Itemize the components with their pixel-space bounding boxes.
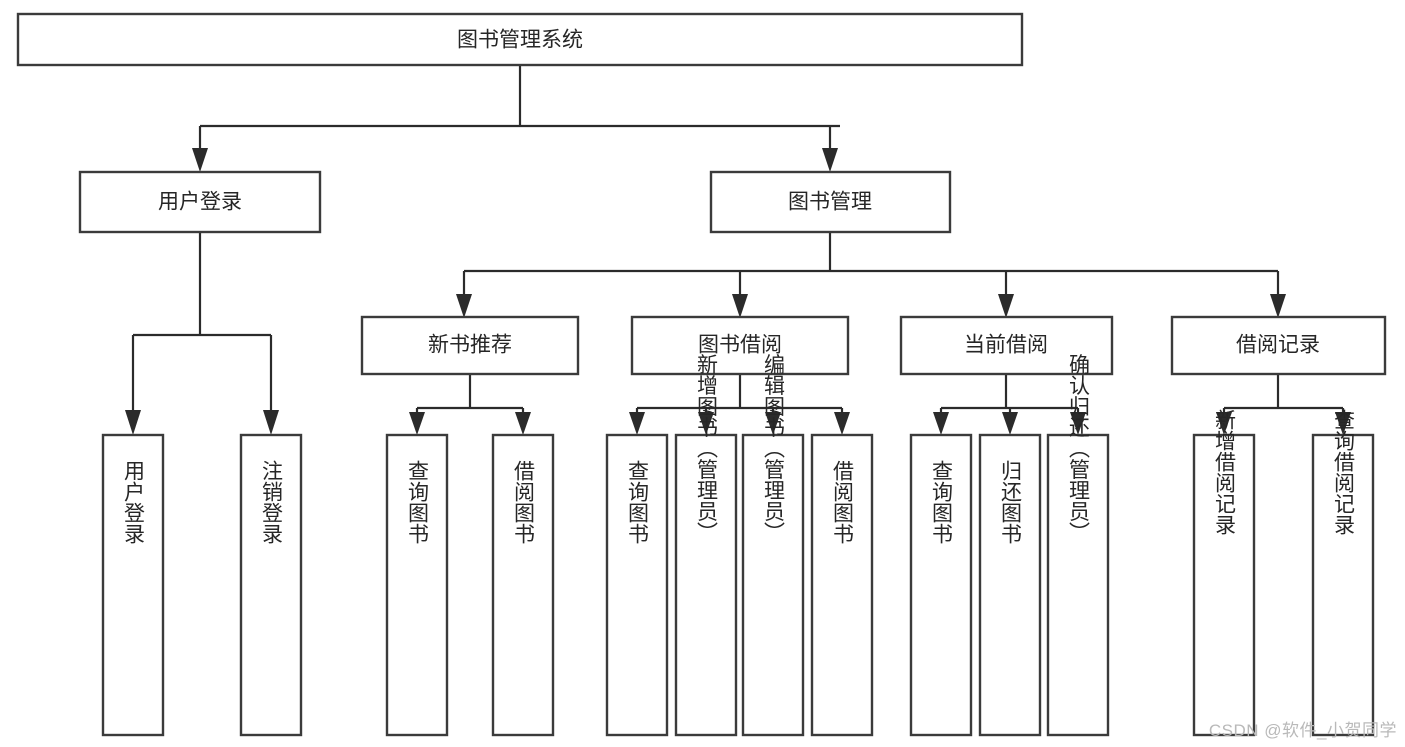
node-new-book-recommend[interactable]: 新书推荐 — [360, 315, 580, 376]
node-current-borrow-label: 当前借阅 — [964, 334, 1048, 357]
node-book-management-label: 图书管理 — [788, 191, 872, 214]
arrow-head-nb-query — [409, 412, 425, 435]
node-root-label: 图书管理系统 — [457, 29, 583, 52]
node-leaf-bo-edit-book-box[interactable] — [741, 433, 805, 737]
arrow-head-cu-return — [1002, 412, 1018, 435]
arrow-head-bookmgmt — [822, 148, 838, 172]
node-borrow-records[interactable]: 借阅记录 — [1170, 315, 1387, 376]
arrow-head-current — [998, 294, 1014, 318]
node-leaf-bo-query-book[interactable]: 查询图书 — [605, 433, 669, 737]
node-leaf-logout-box[interactable] — [239, 433, 303, 737]
node-book-borrow[interactable]: 图书借阅 — [630, 315, 850, 376]
node-user-login[interactable]: 用户登录 — [78, 170, 322, 234]
arrow-head-borrow — [732, 294, 748, 318]
node-leaf-re-add-record-box[interactable] — [1192, 433, 1256, 737]
node-current-borrow[interactable]: 当前借阅 — [899, 315, 1114, 376]
node-current-borrow-box[interactable] — [899, 315, 1114, 376]
arrow-head-re-add — [1216, 412, 1232, 435]
node-leaf-cu-query-book-box[interactable] — [909, 433, 973, 737]
node-leaf-bo-borrow-book[interactable]: 借阅图书 — [810, 433, 874, 737]
arrow-head-bo-borrow — [834, 412, 850, 435]
node-book-borrow-label: 图书借阅 — [698, 334, 782, 357]
connector-group — [125, 65, 1351, 435]
node-leaf-re-query-record-label: 查询借阅记录 — [1332, 409, 1356, 535]
node-leaf-bo-query-book-label: 查询图书 — [626, 460, 650, 544]
arrow-head-new-book — [456, 294, 472, 318]
arrow-head-nb-borrow — [515, 412, 531, 435]
arrow-head-login — [192, 148, 208, 172]
arrow-head-cu-confirm — [1070, 412, 1086, 435]
node-leaf-logout[interactable]: 注销登录 — [239, 433, 303, 737]
node-leaf-nb-query-book-label: 查询图书 — [406, 460, 430, 544]
node-root-box[interactable] — [16, 12, 1024, 67]
node-new-book-recommend-box[interactable] — [360, 315, 580, 376]
node-leaf-cu-return-book-label: 归还图书 — [999, 460, 1023, 544]
arrow-head-user-login — [125, 410, 141, 435]
node-new-book-recommend-label: 新书推荐 — [428, 334, 512, 357]
node-leaf-cu-query-book-label: 查询图书 — [930, 460, 954, 544]
arrow-head-records — [1270, 294, 1286, 318]
node-leaf-cu-return-book[interactable]: 归还图书 — [978, 433, 1042, 737]
node-leaf-re-query-record[interactable]: 查询借阅记录 — [1311, 409, 1375, 737]
node-leaf-re-query-record-box[interactable] — [1311, 433, 1375, 737]
node-book-borrow-box[interactable] — [630, 315, 850, 376]
node-user-login-label: 用户登录 — [158, 191, 242, 214]
node-leaf-re-add-record-label: 新增借阅记录 — [1213, 409, 1237, 535]
arrow-head-bo-add — [698, 412, 714, 435]
node-leaf-bo-edit-book[interactable]: 编辑图书（管理员） — [741, 354, 805, 737]
node-leaf-bo-add-book-box[interactable] — [674, 433, 738, 737]
node-leaf-cu-confirm-return[interactable]: 确认归还（管理员） — [1046, 354, 1110, 737]
node-leaf-nb-borrow-book-label: 借阅图书 — [512, 460, 536, 544]
node-leaf-bo-add-book-label: 新增图书（管理员） — [695, 354, 719, 543]
node-book-management[interactable]: 图书管理 — [709, 170, 952, 234]
arrow-head-re-query — [1335, 412, 1351, 435]
node-leaf-cu-confirm-return-label: 确认归还（管理员） — [1067, 354, 1091, 543]
arrow-head-bo-edit — [765, 412, 781, 435]
node-leaf-re-add-record[interactable]: 新增借阅记录 — [1192, 409, 1256, 737]
node-leaf-nb-borrow-book-box[interactable] — [491, 433, 555, 737]
node-leaf-bo-add-book[interactable]: 新增图书（管理员） — [674, 354, 738, 737]
node-leaf-logout-label: 注销登录 — [260, 460, 284, 544]
node-leaf-user-login[interactable]: 用户登录 — [101, 433, 165, 737]
node-borrow-records-label: 借阅记录 — [1236, 334, 1320, 357]
node-leaf-bo-borrow-book-box[interactable] — [810, 433, 874, 737]
node-leaf-cu-confirm-return-box[interactable] — [1046, 433, 1110, 737]
node-leaf-user-login-label: 用户登录 — [122, 460, 146, 544]
node-leaf-bo-borrow-book-label: 借阅图书 — [831, 460, 855, 544]
node-book-management-box[interactable] — [709, 170, 952, 234]
node-user-login-box[interactable] — [78, 170, 322, 234]
arrow-head-cu-query — [933, 412, 949, 435]
node-leaf-bo-edit-book-label: 编辑图书（管理员） — [762, 354, 786, 543]
node-leaf-cu-return-book-box[interactable] — [978, 433, 1042, 737]
node-leaf-nb-query-book-box[interactable] — [385, 433, 449, 737]
node-leaf-cu-query-book[interactable]: 查询图书 — [909, 433, 973, 737]
arrow-head-logout — [263, 410, 279, 435]
node-borrow-records-box[interactable] — [1170, 315, 1387, 376]
node-root[interactable]: 图书管理系统 — [16, 12, 1024, 67]
node-leaf-bo-query-book-box[interactable] — [605, 433, 669, 737]
node-leaf-nb-query-book[interactable]: 查询图书 — [385, 433, 449, 737]
node-leaf-user-login-box[interactable] — [101, 433, 165, 737]
arrow-head-bo-query — [629, 412, 645, 435]
node-leaf-nb-borrow-book[interactable]: 借阅图书 — [491, 433, 555, 737]
